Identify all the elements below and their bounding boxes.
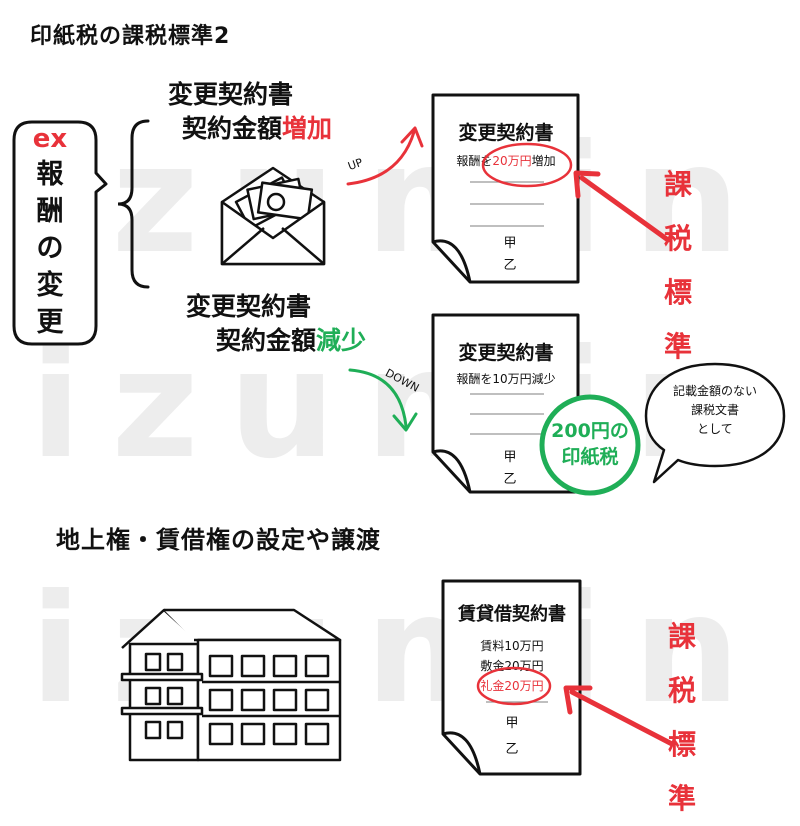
document-3 (441, 579, 582, 776)
ex-char: 更 (36, 307, 64, 338)
decrease-label-line2: 契約金額減少 (216, 326, 367, 355)
document-1-amount: 20万円 (492, 154, 532, 168)
stamp-circle (539, 394, 641, 496)
increase-label-line2: 契約金額増加 (182, 114, 333, 143)
document-2-title: 変更契約書 (458, 342, 554, 364)
watermark-row-1: izumin (29, 113, 770, 287)
document-3-party-b: 乙 (505, 742, 519, 757)
decrease-emphasis: 減少 (316, 326, 367, 355)
ex-char: 変 (36, 270, 64, 301)
ex-char: 報 (36, 159, 64, 190)
document-2-line: 報酬を10万円減少 (456, 372, 556, 386)
tax-base-label-2: 課税標準 (668, 620, 697, 815)
speech-bubble (644, 362, 786, 484)
document-1 (431, 93, 580, 284)
document-3-title: 賃貸借契約書 (458, 604, 566, 625)
document-1-party-a: 甲 (503, 236, 517, 251)
document-1-party-b: 乙 (503, 258, 517, 273)
apartment-building-icon (120, 608, 342, 762)
highlight-circle-1 (481, 142, 670, 243)
document-2-party-b: 乙 (503, 472, 517, 487)
ex-char: の (36, 233, 64, 264)
ex-label: ex (32, 124, 68, 154)
highlight-circle-2 (476, 666, 675, 747)
increase-emphasis: 増加 (282, 114, 333, 143)
document-1-title: 変更契約書 (458, 122, 554, 144)
document-3-party-a: 甲 (505, 716, 519, 731)
curly-bracket (117, 119, 150, 289)
increase-label-line1: 変更契約書 (168, 80, 294, 109)
ex-char: 酬 (36, 196, 64, 227)
document-3-key-money: 礼金20万円 (480, 679, 544, 693)
ex-box-content: ex 報 酬 の 変 更 (14, 122, 86, 341)
ex-speech-box (12, 120, 108, 346)
down-arrow-icon (348, 368, 418, 432)
decrease-label-line1: 変更契約書 (186, 292, 312, 321)
tax-base-label-1: 課税標準 (664, 168, 693, 363)
stamp-text: 200円の 印紙税 (551, 420, 629, 468)
document-1-line: 報酬を20万円増加 (456, 154, 556, 168)
section-2-title: 地上権・賃借権の設定や譲渡 (56, 526, 381, 554)
page-title: 印紙税の課税標準2 (30, 24, 231, 49)
up-arrow-icon (346, 126, 424, 186)
document-2-party-a: 甲 (503, 450, 517, 465)
cash-envelope-icon (220, 166, 326, 266)
speech-bubble-text: 記載金額のない 課税文書 として (672, 384, 757, 436)
